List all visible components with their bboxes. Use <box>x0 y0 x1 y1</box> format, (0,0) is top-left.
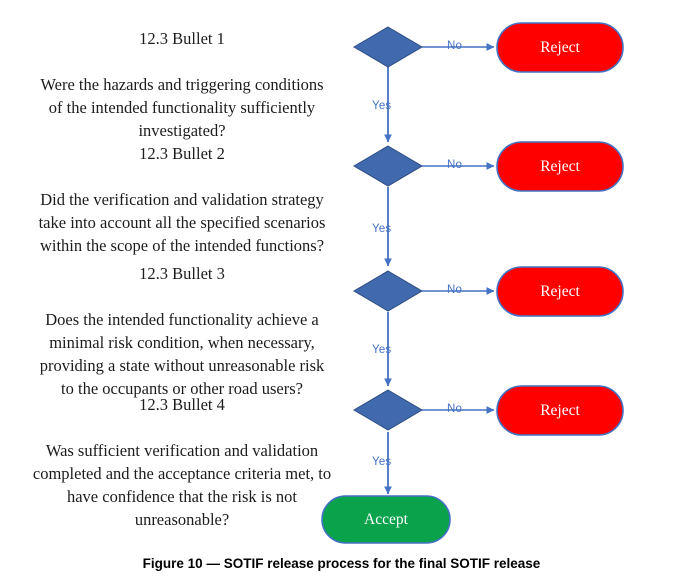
question-body-3: Does the intended functionality achieve … <box>39 310 325 398</box>
accept-terminator[interactable] <box>321 495 451 544</box>
question-title-4: 12.3 Bullet 4 <box>139 395 225 414</box>
question-block-4: 12.3 Bullet 4 Was sufficient verificatio… <box>22 370 342 554</box>
question-body-2: Did the verification and validation stra… <box>38 190 326 255</box>
decision-diamond-3[interactable] <box>353 270 423 312</box>
edge-label-no-1: No <box>447 40 463 52</box>
edge-label-no-2: No <box>447 159 463 171</box>
question-title-1: 12.3 Bullet 1 <box>139 29 225 48</box>
reject-terminator-3[interactable] <box>496 266 624 317</box>
decision-diamond-4[interactable] <box>353 389 423 431</box>
reject-terminator-1[interactable] <box>496 22 624 73</box>
question-title-3: 12.3 Bullet 3 <box>139 264 225 283</box>
question-block-3: 12.3 Bullet 3 Does the intended function… <box>22 239 342 423</box>
reject-terminator-4[interactable] <box>496 385 624 436</box>
question-title-2: 12.3 Bullet 2 <box>139 144 225 163</box>
reject-terminator-2[interactable] <box>496 141 624 192</box>
question-body-1: Were the hazards and triggering conditio… <box>40 75 324 140</box>
figure-caption: Figure 10 — SOTIF release process for th… <box>142 556 541 571</box>
edge-label-no-4: No <box>447 403 463 415</box>
edge-label-no-3: No <box>447 284 463 296</box>
decision-diamond-2[interactable] <box>353 145 423 187</box>
question-block-1: 12.3 Bullet 1 Were the hazards and trigg… <box>22 4 342 165</box>
question-body-4: Was sufficient verification and validati… <box>32 441 332 529</box>
decision-diamond-1[interactable] <box>353 26 423 68</box>
question-block-2: 12.3 Bullet 2 Did the verification and v… <box>22 119 342 280</box>
